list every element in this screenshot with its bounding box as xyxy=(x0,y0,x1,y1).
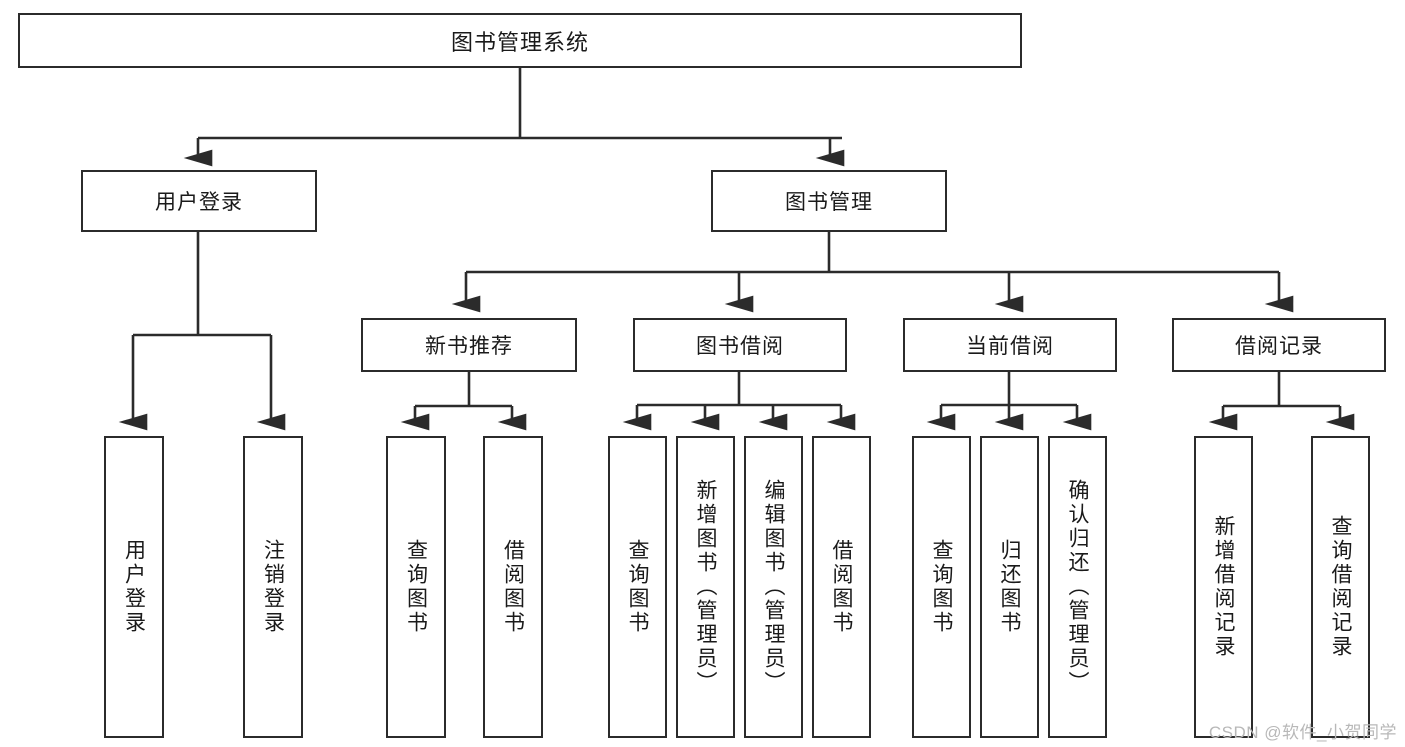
leaf-user-login-logout[interactable]: 注销登录 xyxy=(243,436,303,738)
node-current-borrow[interactable]: 当前借阅 xyxy=(903,318,1117,372)
node-label: 确认归还（管理员） xyxy=(1066,479,1089,695)
node-label: 图书借阅 xyxy=(696,335,784,358)
node-book-borrow[interactable]: 图书借阅 xyxy=(633,318,847,372)
leaf-borrow-edit-book-admin[interactable]: 编辑图书（管理员） xyxy=(744,436,803,738)
leaf-record-query-borrow-record[interactable]: 查询借阅记录 xyxy=(1311,436,1370,738)
leaf-new-book-query[interactable]: 查询图书 xyxy=(386,436,446,738)
node-label: 借阅图书 xyxy=(830,539,853,635)
node-user-login[interactable]: 用户登录 xyxy=(81,170,317,232)
watermark: CSDN @软件_小贺同学 xyxy=(1208,723,1397,742)
node-borrow-record[interactable]: 借阅记录 xyxy=(1172,318,1386,372)
node-label: 借阅记录 xyxy=(1235,335,1323,358)
leaf-current-confirm-return-admin[interactable]: 确认归还（管理员） xyxy=(1048,436,1107,738)
leaf-borrow-add-book-admin[interactable]: 新增图书（管理员） xyxy=(676,436,735,738)
node-label: 图书管理系统 xyxy=(450,29,589,55)
node-label: 当前借阅 xyxy=(966,335,1054,358)
node-label: 图书管理 xyxy=(785,191,873,214)
leaf-record-add-borrow-record[interactable]: 新增借阅记录 xyxy=(1194,436,1253,738)
leaf-current-return-book[interactable]: 归还图书 xyxy=(980,436,1039,738)
node-label: 查询图书 xyxy=(930,539,953,635)
leaf-borrow-borrow-book[interactable]: 借阅图书 xyxy=(812,436,871,738)
node-book-management[interactable]: 图书管理 xyxy=(711,170,947,232)
node-label: 新增借阅记录 xyxy=(1212,515,1235,659)
node-root-book-management-system[interactable]: 图书管理系统 xyxy=(18,13,1022,68)
node-label: 编辑图书（管理员） xyxy=(762,479,785,695)
node-label: 查询图书 xyxy=(404,539,428,635)
node-label: 查询图书 xyxy=(626,539,649,635)
node-label: 新书推荐 xyxy=(425,335,513,358)
node-label: 新增图书（管理员） xyxy=(694,479,717,695)
leaf-user-login-login[interactable]: 用户登录 xyxy=(104,436,164,738)
leaf-borrow-query-book[interactable]: 查询图书 xyxy=(608,436,667,738)
node-label: 用户登录 xyxy=(155,191,243,214)
node-label: 查询借阅记录 xyxy=(1329,515,1352,659)
leaf-new-book-borrow[interactable]: 借阅图书 xyxy=(483,436,543,738)
leaf-current-query-book[interactable]: 查询图书 xyxy=(912,436,971,738)
node-label: 借阅图书 xyxy=(501,539,525,635)
node-label: 归还图书 xyxy=(998,539,1021,635)
node-label: 用户登录 xyxy=(122,539,146,635)
node-label: 注销登录 xyxy=(261,539,285,635)
node-new-book-recommend[interactable]: 新书推荐 xyxy=(361,318,577,372)
